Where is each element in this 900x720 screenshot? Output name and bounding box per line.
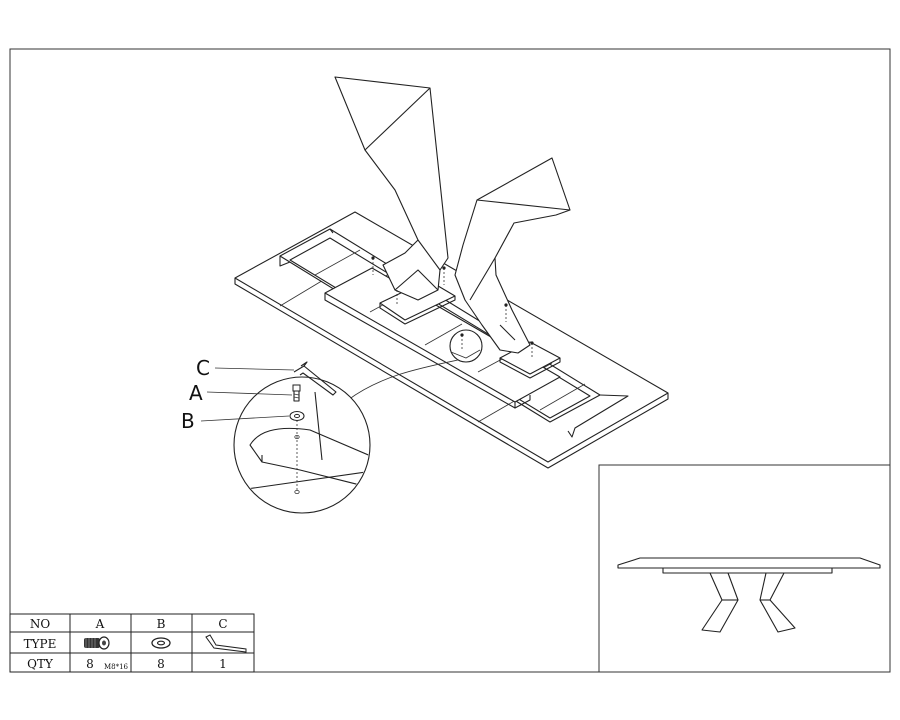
zoom-detail: C A B <box>181 356 371 514</box>
allen-key-icon <box>205 634 247 653</box>
part-b-qty: 8 <box>157 657 165 671</box>
row-header-qty: QTY <box>27 657 54 671</box>
part-c-no: C <box>218 617 227 631</box>
callout-a: A <box>189 381 203 405</box>
callout-c: C <box>196 356 210 380</box>
part-b-no: B <box>157 617 166 631</box>
diagram-frame <box>9 48 891 673</box>
part-a-qty: 8 <box>86 657 94 671</box>
row-header-type: TYPE <box>24 637 57 651</box>
callout-b: B <box>181 409 195 433</box>
parts-table: NO TYPE QTY A B C 8 M8*16 8 1 <box>9 613 255 673</box>
part-a-note: M8*16 <box>104 663 129 671</box>
row-header-no: NO <box>30 617 51 631</box>
part-a-no: A <box>95 617 105 631</box>
washer-icon <box>151 637 171 649</box>
table-underside-illustration <box>234 76 669 469</box>
part-c-qty: 1 <box>219 657 227 671</box>
bolt-icon <box>84 636 110 650</box>
assembled-table-inset <box>598 464 891 673</box>
